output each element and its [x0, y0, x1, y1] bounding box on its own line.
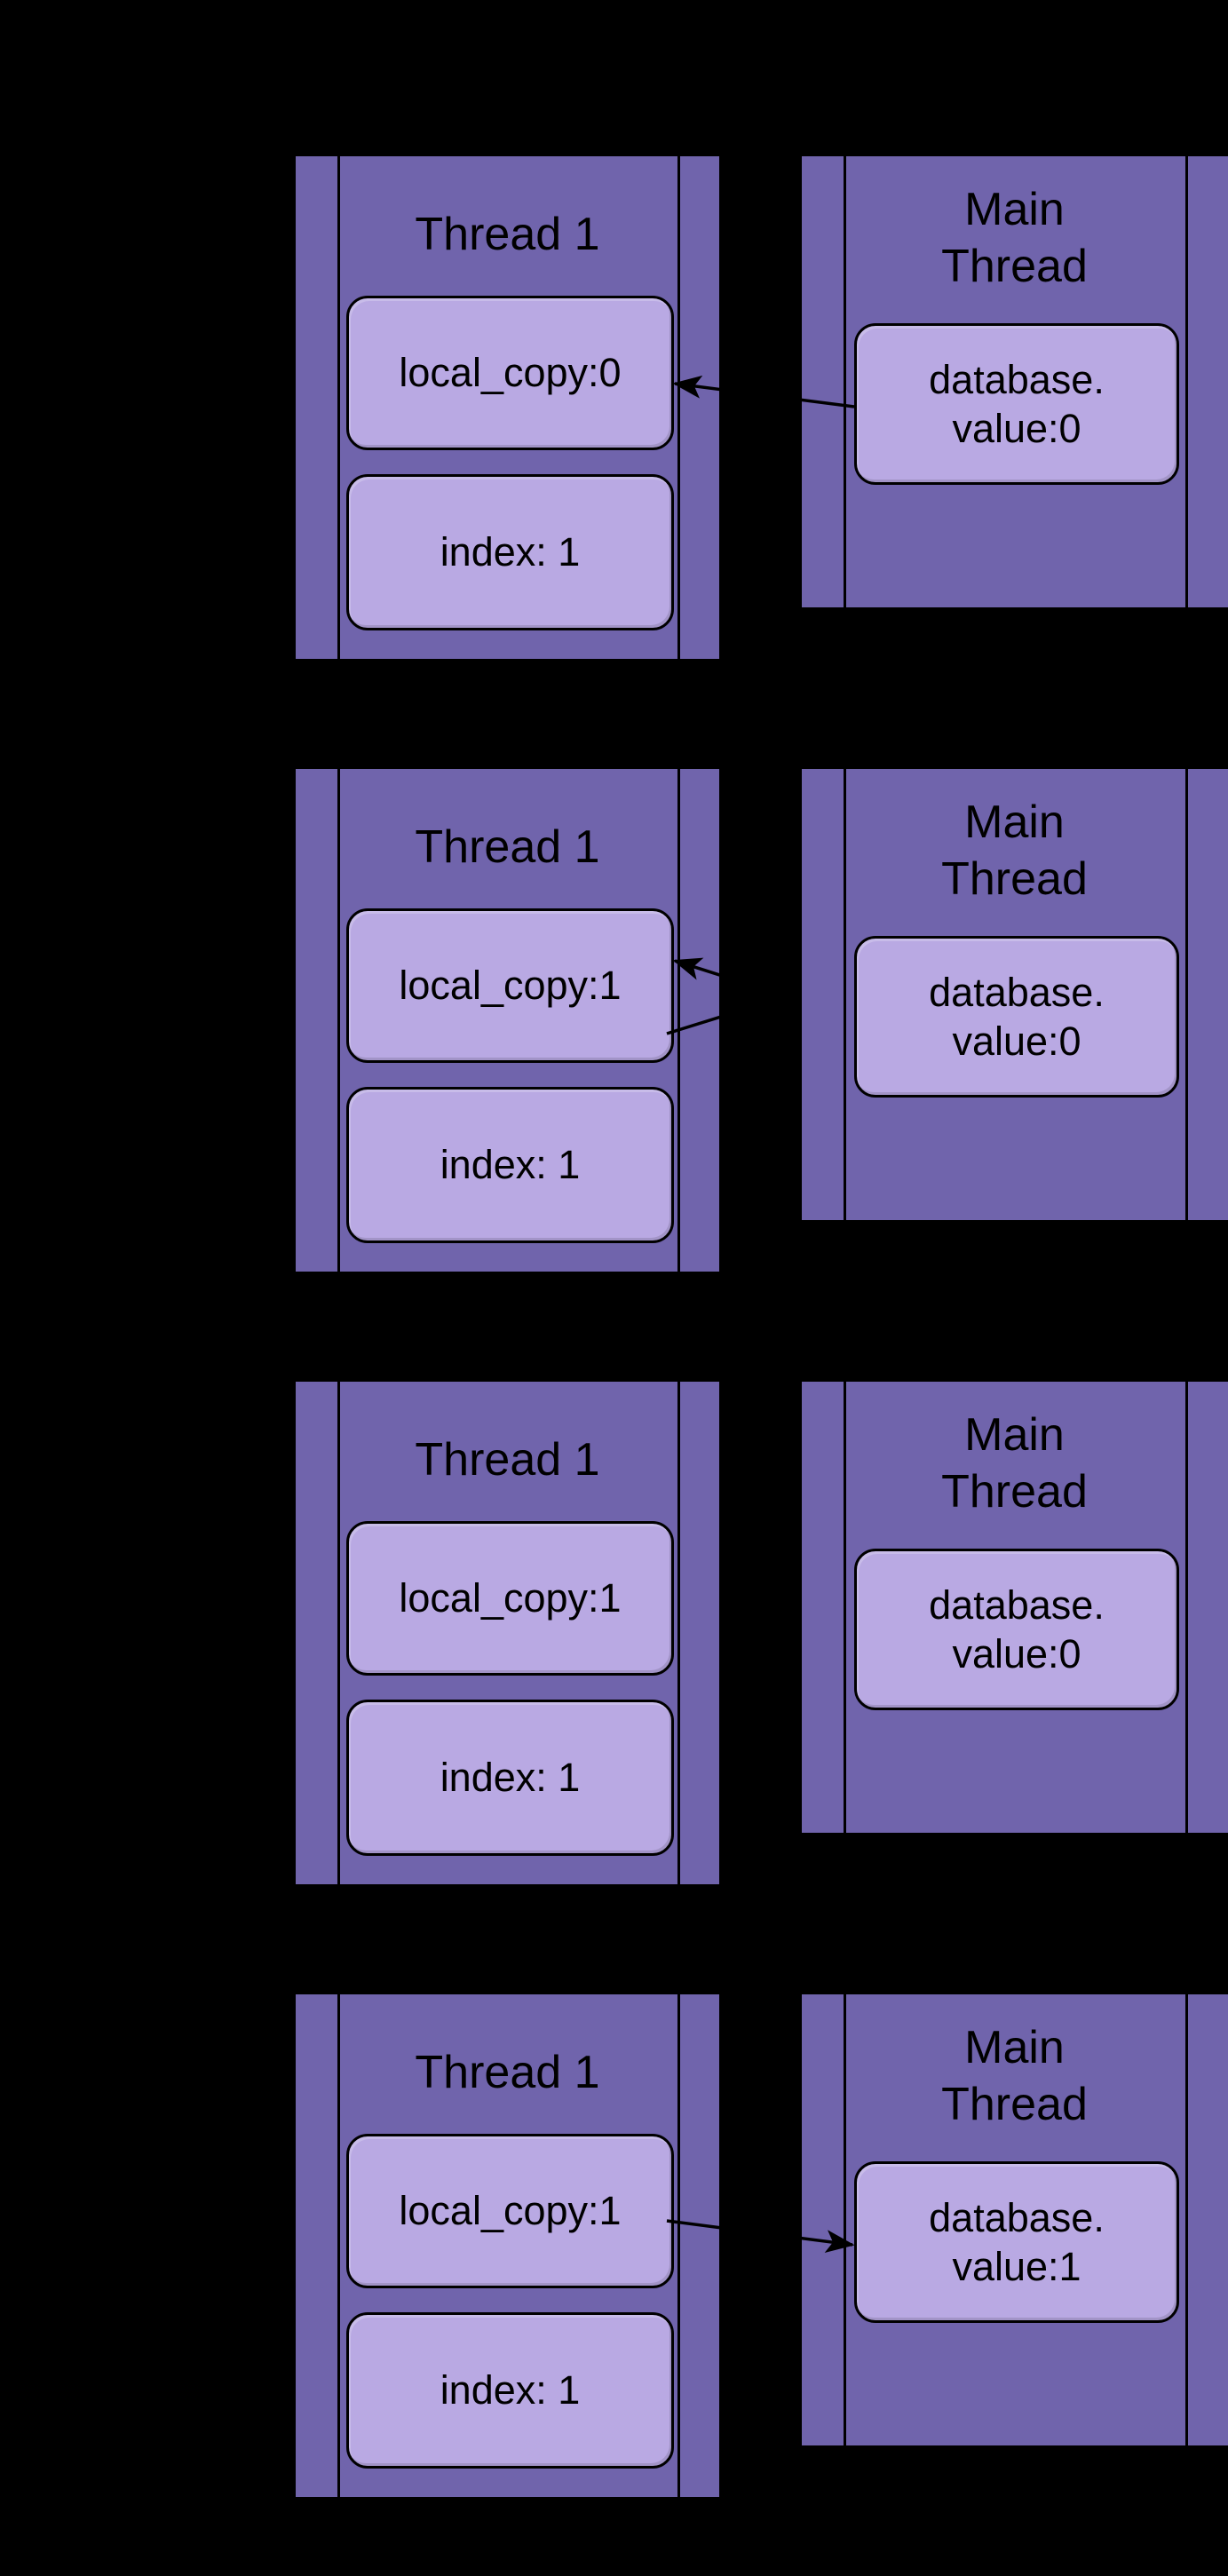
lane-divider [844, 1994, 846, 2445]
thread1-title: Thread 1 [415, 1434, 600, 1486]
index-label: index: 1 [440, 2367, 581, 2413]
database-label-line1: database. [929, 357, 1105, 402]
lane-divider [844, 769, 846, 1220]
index-node: index: 1 [346, 474, 674, 630]
database-label-line1: database. [929, 970, 1105, 1015]
database-label-line1: database. [929, 2195, 1105, 2240]
local-copy-node: local_copy:0 [346, 296, 674, 450]
local-copy-node: local_copy:1 [346, 1521, 674, 1676]
main-thread-title: Main Thread [941, 797, 1088, 905]
main-thread-panel: Main Thread database. value:0 [802, 769, 1228, 1220]
lane-divider [1185, 1382, 1188, 1833]
local-copy-node: local_copy:1 [346, 2134, 674, 2288]
lane-divider [677, 769, 680, 1272]
lane-divider [337, 1382, 340, 1884]
thread1-title: Thread 1 [415, 209, 600, 260]
database-value-node: database. value:0 [854, 323, 1179, 485]
local-copy-label: local_copy:0 [399, 350, 622, 395]
main-thread-title: Main Thread [941, 184, 1088, 292]
local-copy-label: local_copy:1 [399, 1575, 622, 1621]
local-copy-label: local_copy:1 [399, 2188, 622, 2233]
index-label: index: 1 [440, 1142, 581, 1187]
local-copy-node: local_copy:1 [346, 908, 674, 1063]
thread1-title: Thread 1 [415, 821, 600, 873]
database-value-node: database. value:1 [854, 2161, 1179, 2323]
thread1-panel: Thread 1 local_copy:0 index: 1 [296, 156, 719, 659]
lane-divider [677, 1994, 680, 2497]
lane-divider [677, 1382, 680, 1884]
database-value-node: database. value:0 [854, 1549, 1179, 1710]
lane-divider [1185, 1994, 1188, 2445]
index-label: index: 1 [440, 529, 581, 575]
local-copy-label: local_copy:1 [399, 963, 622, 1008]
thread1-panel: Thread 1 local_copy:1 index: 1 [296, 769, 719, 1272]
main-thread-title: Main Thread [941, 2022, 1088, 2130]
lane-divider [844, 1382, 846, 1833]
index-label: index: 1 [440, 1755, 581, 1800]
database-value-node: database. value:0 [854, 936, 1179, 1098]
lane-divider [337, 1994, 340, 2497]
index-node: index: 1 [346, 2312, 674, 2469]
main-thread-title: Main Thread [941, 1409, 1088, 1518]
thread1-panel: Thread 1 local_copy:1 index: 1 [296, 1994, 719, 2497]
main-thread-panel: Main Thread database. value:0 [802, 156, 1228, 607]
lane-divider [337, 156, 340, 659]
lane-divider [677, 156, 680, 659]
main-thread-panel: Main Thread database. value:0 [802, 1382, 1228, 1833]
database-label-line2: value:1 [952, 2244, 1081, 2289]
thread1-panel: Thread 1 local_copy:1 index: 1 [296, 1382, 719, 1884]
lane-divider [1185, 156, 1188, 607]
lane-divider [337, 769, 340, 1272]
lane-divider [844, 156, 846, 607]
database-label-line1: database. [929, 1582, 1105, 1628]
index-node: index: 1 [346, 1087, 674, 1243]
index-node: index: 1 [346, 1700, 674, 1856]
database-label-line2: value:0 [952, 1019, 1081, 1064]
lane-divider [1185, 769, 1188, 1220]
database-label-line2: value:0 [952, 1631, 1081, 1676]
thread1-title: Thread 1 [415, 2047, 600, 2098]
database-label-line2: value:0 [952, 406, 1081, 451]
main-thread-panel: Main Thread database. value:1 [802, 1994, 1228, 2445]
